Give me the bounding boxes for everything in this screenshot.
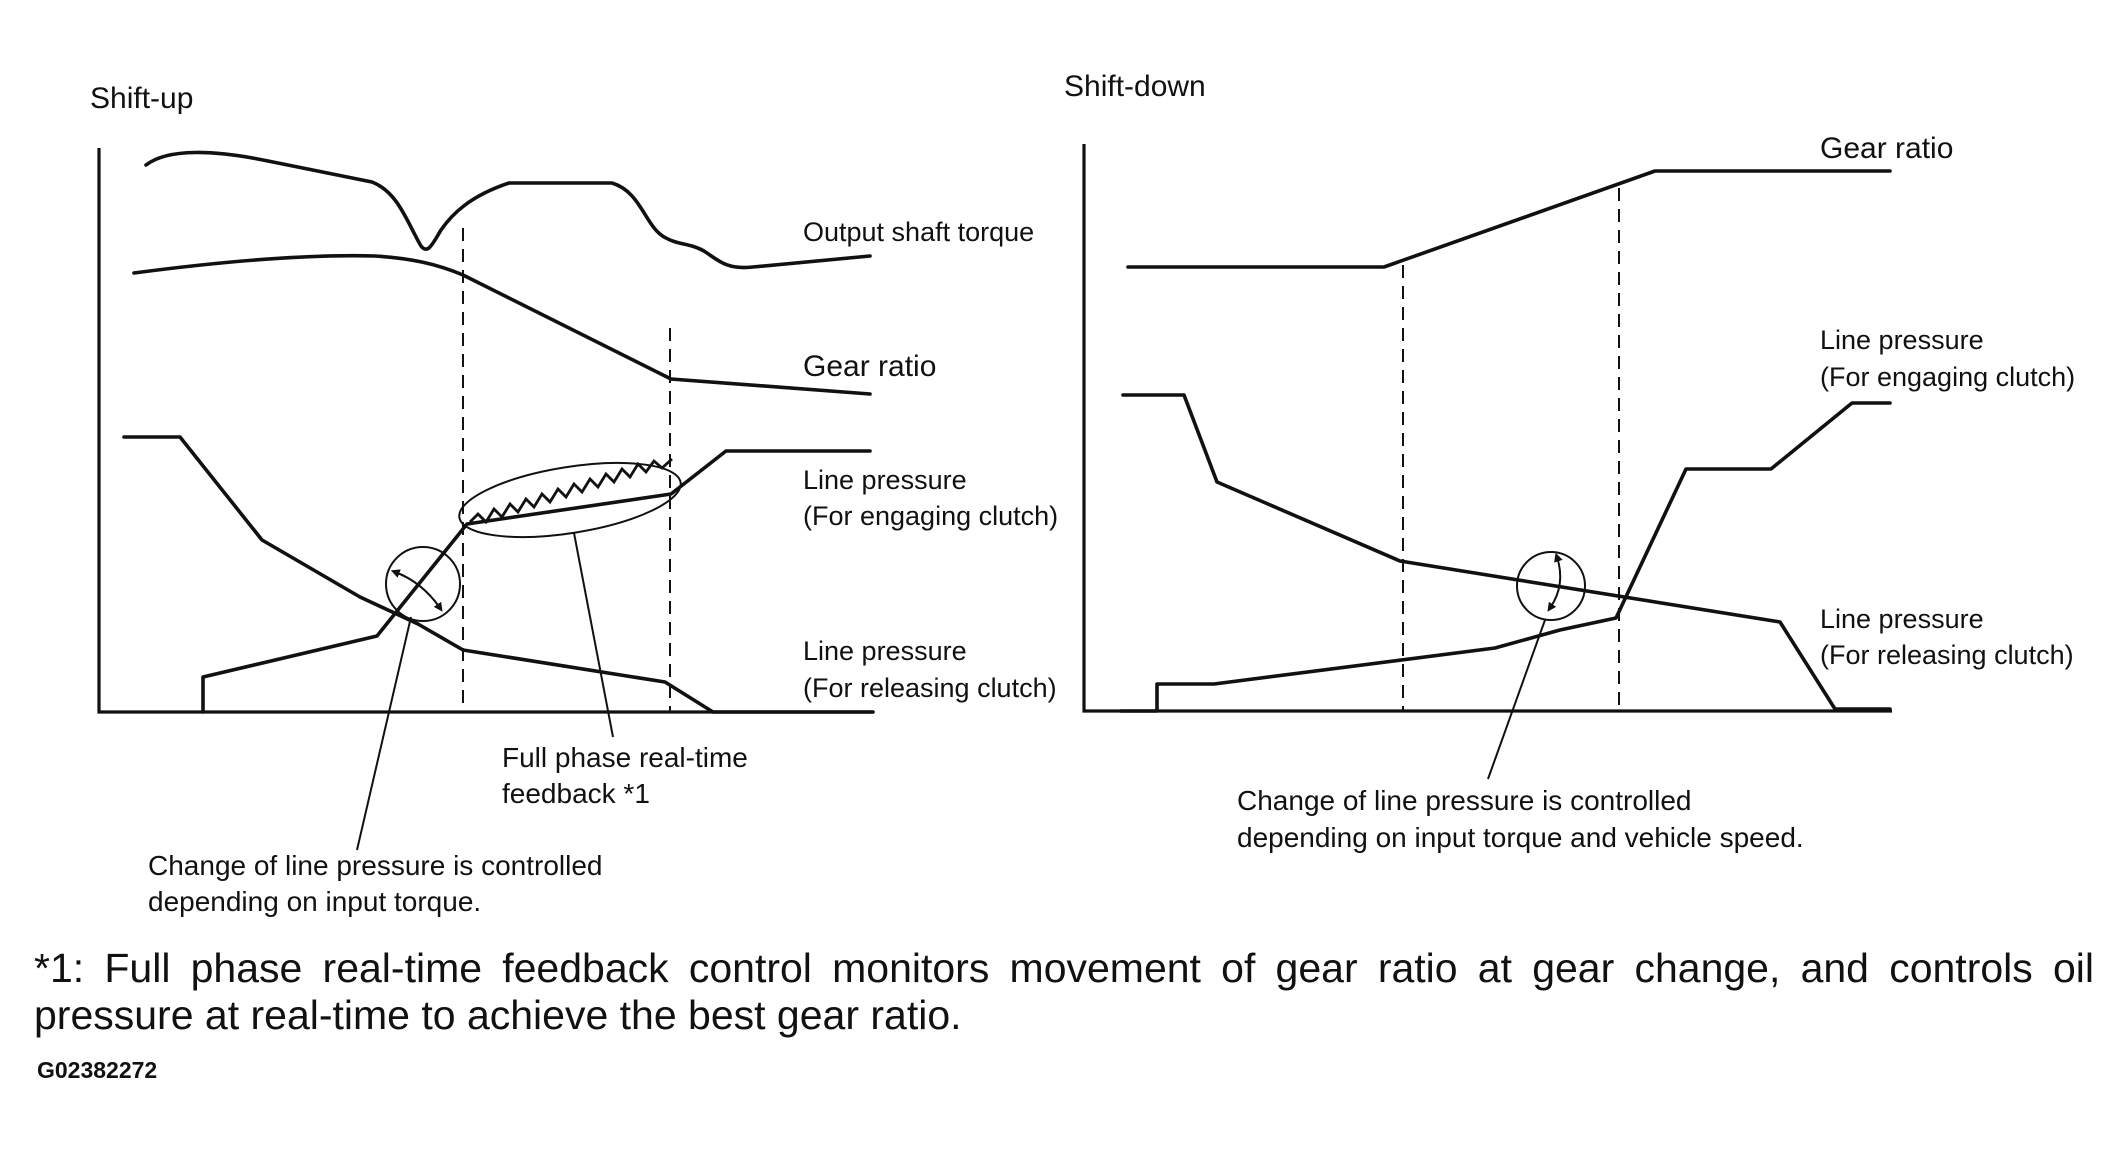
- shift-up-line-pressure-releasing-curve: [122, 435, 875, 714]
- shift-down-title: Shift-down: [1064, 70, 1206, 103]
- shift-up-output-shaft-torque-label: Output shaft torque: [803, 217, 1034, 247]
- shift-down-axes: [1082, 144, 1892, 713]
- shift-down-double-arrow-icon: [1547, 552, 1563, 612]
- shift-down-line-pressure-releasing-label: Line pressure (For releasing clutch): [1820, 604, 2074, 670]
- shift-up-feedback-highlight: [458, 461, 682, 539]
- shift-down-pressure-change-indicator: [1516, 551, 1586, 621]
- shift-up-line-pressure-engaging-curve: [201, 449, 872, 714]
- shift-up-line-pressure-engaging-label: Line pressure (For engaging clutch): [803, 465, 1058, 531]
- shift-down-pressure-change-callout: Change of line pressure is controlled de…: [1237, 785, 1804, 853]
- shift-up-pressure-change-leader: [356, 616, 412, 851]
- figure-code: G02382272: [37, 1057, 158, 1083]
- shift-down-gear-ratio-label: Gear ratio: [1820, 132, 1953, 165]
- shift-up-axes: [97, 148, 873, 714]
- shift-up-feedback-zigzag: [469, 457, 673, 525]
- shift-down-line-pressure-engaging-curve: [1119, 401, 1892, 713]
- shift-up-panel: Shift-up Output shaft torque Gear ratio …: [90, 82, 1058, 917]
- shift-up-title: Shift-up: [90, 82, 193, 115]
- shift-up-gear-ratio-label: Gear ratio: [803, 350, 936, 383]
- shift-up-line-pressure-releasing-label: Line pressure (For releasing clutch): [803, 636, 1057, 703]
- shift-up-pressure-change-indicator: [385, 546, 461, 622]
- shift-up-double-arrow-icon: [390, 569, 443, 612]
- shift-up-feedback-leader: [573, 532, 614, 738]
- footnote: *1: Full phase real-time feedback contro…: [34, 945, 2094, 1038]
- shift-up-gear-ratio-curve: [132, 253, 872, 396]
- shift-down-line-pressure-releasing-curve: [1121, 393, 1892, 711]
- shift-up-output-shaft-torque-curve: [144, 150, 872, 270]
- shift-down-gear-ratio-curve: [1126, 169, 1892, 269]
- shift-down-line-pressure-engaging-label: Line pressure (For engaging clutch): [1820, 325, 2075, 392]
- shift-down-pressure-change-leader: [1487, 619, 1546, 780]
- shift-up-pressure-change-callout: Change of line pressure is controlled de…: [148, 850, 610, 917]
- shift-down-panel: Shift-down Gear ratio Line pressure (For…: [1064, 70, 2075, 853]
- shift-up-feedback-callout: Full phase real-time feedback *1: [502, 742, 756, 809]
